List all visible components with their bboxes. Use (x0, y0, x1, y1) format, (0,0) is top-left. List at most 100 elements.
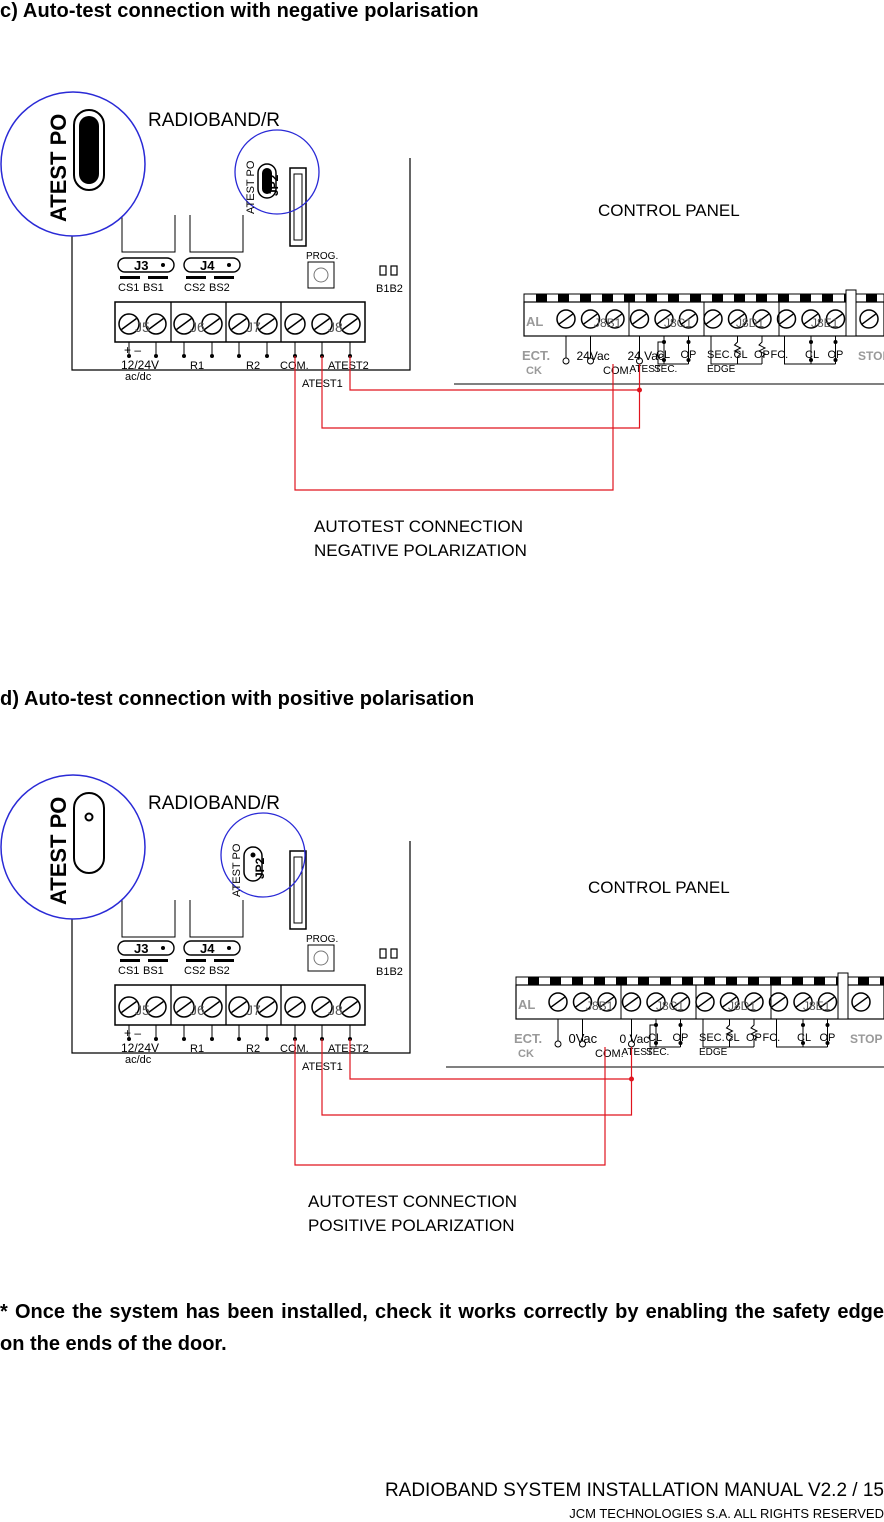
relay-contact-bottom (809, 358, 813, 362)
jp2-jumper-pin (250, 852, 256, 858)
terminal-screw-5 (228, 313, 250, 335)
prog-button (307, 261, 335, 289)
panel-screw-7-slot (705, 313, 721, 325)
relay-bridge-sec (649, 1024, 681, 1048)
relay-contact-bottom (686, 358, 691, 362)
panel-screw-8-slot (722, 996, 737, 1008)
supply-label-a: 0Vac (569, 1031, 598, 1046)
label-bs1: BS1 (143, 282, 164, 294)
panel-rail-tooth (690, 294, 701, 302)
panel-edge-label: AL (518, 997, 535, 1012)
panel-screw-4-slot (624, 996, 639, 1008)
led-b2 (390, 948, 398, 959)
label-cs1: CS1 (118, 282, 139, 294)
terminal-pin-3 (182, 354, 186, 358)
jumper-label: ATEST PO (231, 843, 243, 897)
panel-screw-4 (629, 309, 650, 329)
label-cs1: CS1 (118, 965, 139, 977)
panel-screw-2-slot (575, 996, 590, 1008)
panel-screw-1 (556, 309, 576, 329)
panel-screw-3-slot (599, 996, 615, 1008)
terminal-screw-9 (339, 313, 361, 335)
terminal-screw-5 (228, 996, 250, 1018)
board-title: RADIOBAND/R (148, 110, 280, 131)
panel-screw-12 (817, 992, 838, 1012)
footer-copyright: JCM TECHNOLOGIES S.A. ALL RIGHTS RESERVE… (569, 1506, 884, 1521)
led-b1 (379, 948, 387, 959)
relay-contact-top (801, 1023, 805, 1027)
terminal-screw-7 (284, 313, 306, 335)
terminal-screw-8-slot (314, 317, 330, 331)
wire-atest1 (321, 1039, 633, 1116)
caption-line-2: POSITIVE POLARIZATION (308, 1216, 515, 1235)
relay-bridge-sec (657, 341, 689, 365)
panel-cl-label: CL (648, 1032, 662, 1044)
panel-rail-tooth (726, 977, 737, 985)
jumper-bar (148, 276, 168, 279)
installation-note: * Once the system has been installed, ch… (0, 1301, 884, 1355)
board-outline (71, 158, 411, 371)
r1-label: R1 (190, 360, 204, 372)
panel-screw-5-slot (648, 996, 664, 1008)
label-bs1: BS1 (143, 965, 164, 977)
panel-screw-stop (859, 309, 879, 329)
edge-resistor (733, 336, 742, 364)
panel-op-label: OP (681, 349, 697, 361)
com-label: COM. (280, 1043, 309, 1055)
terminal-group-j6: J6 (190, 319, 205, 335)
panel-rail-tooth (682, 977, 693, 985)
panel-sec-edge-label: SEC. (699, 1032, 725, 1044)
relay-contact-top (686, 340, 691, 344)
connector-dot-j3 (161, 263, 165, 267)
zoom-jumper-fill (79, 116, 99, 184)
label-cs2: CS2 (184, 965, 205, 977)
jp2-label: JP2 (267, 174, 281, 196)
panel-screw-stop (851, 992, 871, 1012)
terminal-group-j5: J5 (135, 1002, 150, 1018)
label-bs2: BS2 (209, 282, 230, 294)
panel-rail-tooth (638, 977, 649, 985)
panel-fc-cl-label: CL (797, 1032, 811, 1044)
panel-top-rail (515, 976, 884, 986)
terminal-screw-3 (173, 313, 195, 335)
terminal-pin-3 (182, 1037, 186, 1041)
connector-j4 (183, 940, 241, 956)
power-polarity: + – (124, 1026, 141, 1040)
panel-cl-label: CL (656, 349, 670, 361)
com-label: COM. (280, 360, 309, 372)
jp2-jumper (243, 846, 263, 882)
terminal-screw-1-slot (121, 317, 137, 331)
prog-button-cap (313, 267, 329, 283)
section-c-heading: c) Auto-test connection with negative po… (0, 0, 479, 22)
terminal-screw-4-slot (204, 1000, 220, 1014)
zoom-jumper-pin (84, 812, 94, 822)
panel-screw-9 (744, 992, 764, 1012)
panel-screw-6 (678, 309, 699, 329)
relay-contact-bottom (825, 1041, 830, 1045)
panel-screw-5 (654, 309, 674, 329)
caption-line-1: AUTOTEST CONNECTION (314, 517, 523, 536)
terminal-pin-5 (237, 354, 241, 358)
panel-screw-3 (605, 309, 625, 329)
terminal-group-j7: J7 (246, 319, 261, 335)
panel-edge-op-label: OP (754, 349, 770, 361)
panel-rail-tooth (748, 977, 759, 985)
led-b2 (390, 265, 398, 276)
panel-title: CONTROL PANEL (598, 201, 740, 220)
r1-label: R1 (190, 1043, 204, 1055)
panel-edge-cl-label: CL (726, 1032, 740, 1044)
zoom-jumper-body (73, 792, 105, 874)
led-b1 (379, 265, 387, 276)
panel-fc-label: FC. (771, 349, 789, 361)
terminal-group-j7: J7 (246, 1002, 261, 1018)
panel-screw-1 (548, 992, 568, 1012)
panel-screw-stop-slot (861, 313, 877, 325)
panel-rail-tooth (660, 977, 671, 985)
terminal-screw-6-slot (259, 317, 275, 331)
jumper-bar (120, 276, 140, 279)
jumper-bar (120, 959, 140, 962)
panel-atest-label: ATEST (622, 1047, 653, 1058)
connector-dot-j4 (227, 946, 231, 950)
